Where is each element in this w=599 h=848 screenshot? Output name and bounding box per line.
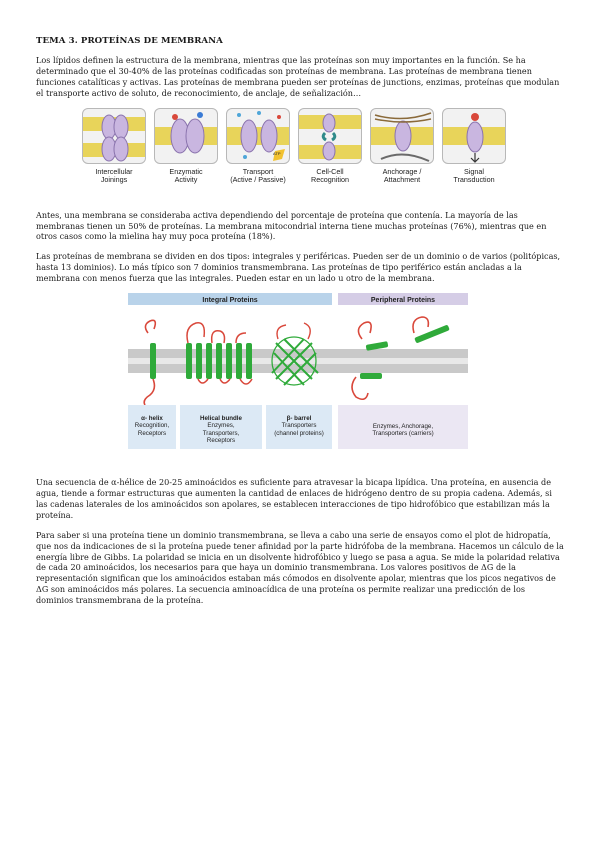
panel-transport: ATP Transport(Active / Passive): [226, 107, 290, 200]
label-line: Recognition,: [134, 422, 170, 430]
protein-types-diagram: [128, 293, 468, 450]
panel-caption-line: Signal: [464, 166, 484, 176]
panel-caption-line: Transport: [242, 166, 274, 176]
helical-bundle-label: Helical bundle Enzymes, Transporters, Re…: [180, 415, 262, 445]
paragraph-intro: Los lípidos definen la estructura de la …: [36, 55, 560, 98]
page-title: TEMA 3. PROTEÍNAS DE MEMBRANA: [36, 36, 223, 46]
panel-caption-line: Recognition: [311, 175, 349, 185]
label-line: (channel proteins): [274, 429, 324, 437]
label-line: Transporters (carriers): [372, 430, 434, 438]
document-page: TEMA 3. PROTEÍNAS DE MEMBRANA Los lípido…: [36, 36, 564, 615]
panel-caption-line: Cell-Cell: [316, 166, 344, 176]
panel-caption-line: Activity: [174, 175, 198, 185]
label-line: Enzymes, Anchorage,: [372, 423, 434, 431]
paragraph-alpha-helix: Una secuencia de α-hélice de 20-25 amino…: [36, 477, 552, 520]
alpha-helix-name: α- helix: [141, 415, 163, 423]
beta-barrel-name: β- barrel: [286, 415, 312, 423]
label-line: Transporters,: [202, 429, 240, 437]
panel-caption-line: Joinings: [100, 175, 128, 185]
alpha-helix-label: α- helix Recognition, Receptors: [128, 415, 176, 437]
integral-peripheral-figure: Integral Proteins Peripheral Proteins α-…: [128, 293, 468, 463]
label-line: Transporters: [281, 422, 317, 430]
panel-anchorage: Anchorage /Attachment: [370, 107, 434, 200]
label-line: Receptors: [137, 429, 167, 437]
paragraph-hydropathy: Para saber si una proteína tiene un domi…: [36, 529, 564, 606]
label-line: Enzymes,: [207, 422, 235, 430]
helical-bundle-name: Helical bundle: [200, 415, 242, 423]
beta-barrel-label: β- barrel Transporters (channel proteins…: [266, 415, 332, 437]
panel-caption-line: Attachment: [383, 175, 421, 185]
panel-caption-line: Transduction: [453, 175, 495, 185]
peripheral-proteins-header: Peripheral Proteins: [370, 297, 436, 305]
peripheral-label: Enzymes, Anchorage, Transporters (carrie…: [338, 423, 468, 438]
panel-caption-line: Intercellular: [95, 166, 133, 176]
paragraph-membrane-activity: Antes, una membrana se consideraba activ…: [36, 209, 547, 242]
atp-label: ATP: [273, 150, 281, 156]
panel-caption-line: Enzymatic: [169, 166, 203, 176]
panel-caption-line: (Active / Passive): [230, 175, 286, 185]
panel-caption-line: Anchorage /: [382, 166, 422, 176]
paragraph-protein-types: Las proteínas de membrana se dividen en …: [36, 251, 561, 284]
label-line: Receptors: [206, 437, 236, 445]
integral-proteins-header: Integral Proteins: [202, 297, 258, 305]
